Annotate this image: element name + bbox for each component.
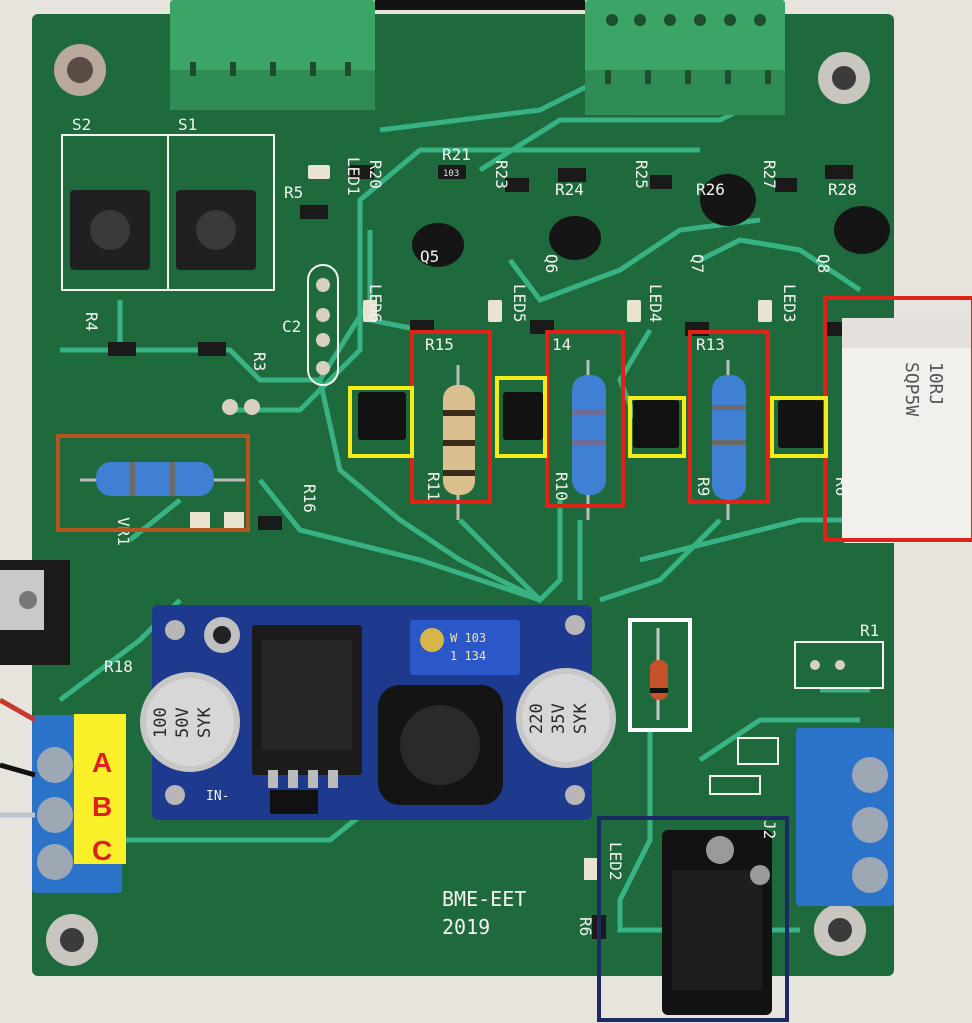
label-led6: LED6 [366,284,385,323]
label-r15: R15 [425,335,454,354]
dc-jack [662,830,772,1015]
board-brand: BME-EET [442,887,526,911]
label-led3: LED3 [780,284,799,323]
label-r4: R4 [82,312,101,331]
opto-chips [358,392,824,448]
board-year: 2019 [442,915,490,939]
label-led2: LED2 [606,842,625,881]
label-r6a: R6 [832,477,851,496]
label-s2: S2 [72,115,91,134]
cap-right-voltage: 35V [549,703,569,734]
label-r14: 14 [552,335,571,354]
diode [650,628,668,720]
terminal-label-b: B [92,791,112,822]
annotation-yellow-boxes [348,376,828,458]
label-r11: R11 [424,472,443,501]
transistors [412,174,890,267]
label-r25: R25 [632,160,651,189]
label-q7: Q7 [688,254,707,273]
label-r18: R18 [104,657,133,676]
through-hole-resistors [80,360,746,520]
label-r26: R26 [696,180,725,199]
smd-code: 103 [443,169,459,179]
c2-pads [222,264,339,415]
label-r6b: R6 [576,917,595,936]
label-q5: Q5 [420,247,439,266]
label-led4: LED4 [646,284,665,323]
label-r21: R21 [442,145,471,164]
trimmer-code-1: W 103 [450,631,486,645]
label-r3: R3 [250,352,269,371]
smd-leds [308,165,772,322]
label-r5: R5 [284,183,303,202]
power-resistor-code-1: SQP5W [901,362,922,416]
label-q8: Q8 [814,254,833,273]
cap-right-brand: SYK [571,703,591,734]
label-r16: R16 [300,484,319,513]
label-r28: R28 [828,180,857,199]
label-r1: R1 [860,621,879,640]
mounting-holes [46,44,870,966]
cap-left-brand: SYK [195,707,215,738]
to220-regulator [0,560,70,665]
power-resistor [842,318,972,543]
terminal-label-a: A [92,747,112,778]
blue-terminal-right [796,728,894,906]
label-in: IN- [206,789,229,804]
label-s1: S1 [178,115,197,134]
label-j2: J2 [760,820,779,839]
cap-left-voltage: 50V [173,707,193,738]
annotation-orange-box [56,434,250,532]
label-c2: C2 [282,317,301,336]
label-r20: R20 [366,160,385,189]
label-r27: R27 [760,160,779,189]
trimmer-code-2: 1 134 [450,649,486,663]
top-terminal-blocks [170,0,785,115]
annotation-white-box [628,618,692,732]
electrolytic-capacitors [140,668,616,772]
push-buttons [61,134,275,291]
label-r10: R10 [552,472,571,501]
label-led5: LED5 [510,284,529,323]
terminal-label-c: C [92,835,112,866]
annotation-navy-box [597,816,789,1022]
label-q6: Q6 [542,254,561,273]
label-r13: R13 [696,335,725,354]
terminal-label-box [74,714,126,864]
cap-left-value: 100 [151,707,171,738]
power-resistor-code-2: 10RJ [925,362,946,405]
label-r24: R24 [555,180,584,199]
label-led1: LED1 [344,157,363,196]
buck-module [152,605,592,820]
label-r23: R23 [492,160,511,189]
label-r9: R9 [694,477,713,496]
cap-right-value: 220 [527,703,547,734]
